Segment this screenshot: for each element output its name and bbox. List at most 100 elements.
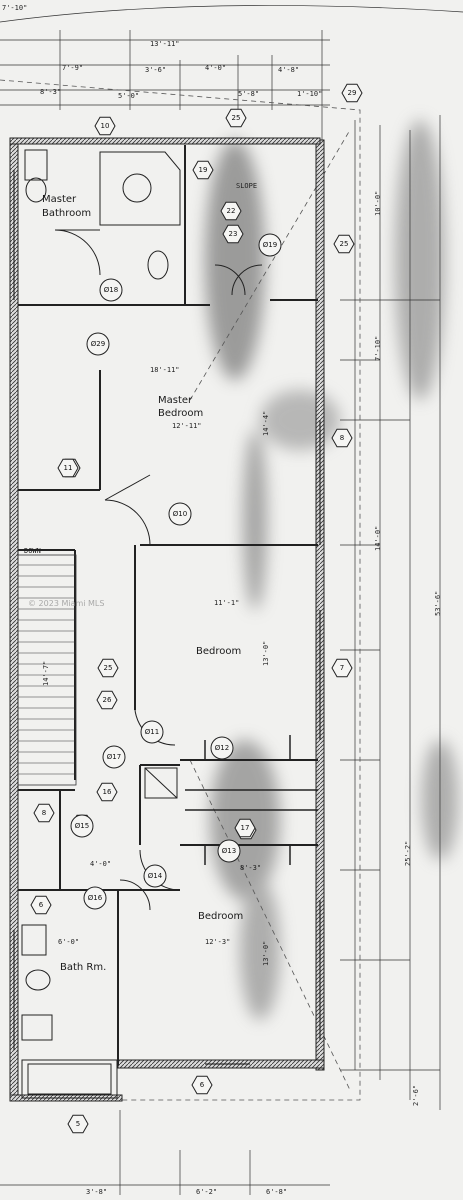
circle-tag-marker	[99, 278, 123, 302]
dim-bath-width: 6'-0"	[58, 938, 79, 946]
dim-br-depth: 13'-0"	[262, 641, 270, 666]
label-master-bathroom-1: Master	[42, 194, 77, 205]
circle-tag-label: Ø19	[263, 241, 277, 249]
hex-tag-marker	[220, 201, 242, 221]
hex-tag-label: 6	[39, 901, 44, 909]
dim-rail: 2'-6"	[412, 1085, 420, 1106]
circle-tag-label: Ø15	[75, 822, 89, 830]
mls-watermark: © 2023 Miami MLS	[28, 599, 104, 608]
dim-bottom-c: 6'-8"	[266, 1188, 287, 1196]
hex-tag-marker	[333, 234, 355, 254]
dim-mbr-depth: 14'-4"	[262, 411, 270, 436]
label-master-bedroom-2: Bedroom	[158, 408, 203, 419]
photocopy-smudges	[205, 120, 458, 1020]
circle-tag-marker	[86, 332, 110, 356]
circle-tag-marker	[210, 736, 234, 760]
hex-tag-marker	[33, 803, 55, 823]
hex-tag-label: 8	[340, 434, 344, 442]
dim-top-b: 3'-6"	[145, 66, 166, 74]
hex-tag-marker	[57, 458, 79, 478]
label-bedroom-upper: Bedroom	[196, 646, 241, 657]
label-stair-down: DOWN	[24, 547, 41, 555]
hex-tag-marker	[30, 895, 52, 915]
dim-top-d: 4'-8"	[278, 66, 299, 74]
hex-tag-marker	[331, 428, 353, 448]
dim-br-width: 11'-1"	[214, 599, 239, 607]
hex-tag-label: 26	[103, 696, 112, 704]
hex-tag-label: 8	[42, 809, 46, 817]
hex-tag-marker	[192, 160, 214, 180]
circle-tag-marker	[168, 502, 192, 526]
circle-tag-label: Ø18	[104, 286, 118, 294]
dim-top-h: 1'-10"	[297, 90, 322, 98]
dim-right-total: 53'-6"	[434, 591, 442, 616]
dim-top-g: 5'-8"	[238, 90, 259, 98]
circle-tag-label: Ø10	[173, 510, 187, 518]
label-bedroom-lower: Bedroom	[198, 911, 243, 922]
label-slope: SLOPE	[236, 182, 257, 190]
dim-top-a: 7'-9"	[62, 64, 83, 72]
circle-tag-label: Ø12	[215, 744, 229, 752]
hex-tag-label: 23	[229, 230, 238, 238]
hex-tag-marker	[331, 658, 353, 678]
circle-tag-label: Ø14	[148, 872, 163, 880]
circle-tag-marker	[143, 864, 167, 888]
hex-tag-marker	[96, 690, 118, 710]
dim-top-c: 4'-0"	[205, 64, 226, 72]
dim-br2-depth: 13'-0"	[262, 941, 270, 966]
room-labels: Master Bathroom Master Bedroom Bedroom B…	[24, 182, 257, 973]
hex-tag-label: 6	[200, 1081, 205, 1089]
dim-bottom-b: 6'-2"	[196, 1188, 217, 1196]
circle-tag-marker	[258, 233, 282, 257]
circle-tag-marker	[140, 720, 164, 744]
dim-right-mid: 25'-2"	[404, 841, 412, 866]
hex-tag-marker	[225, 108, 247, 128]
label-bath-room: Bath Rm.	[60, 962, 106, 973]
dim-br2-width: 12'-3"	[205, 938, 230, 946]
hex-tag-marker	[341, 83, 363, 103]
windows	[13, 170, 321, 1065]
dim-closet-b: 8'-3"	[240, 864, 261, 872]
hex-tag-marker	[191, 1075, 213, 1095]
dim-top-overall: 13'-11"	[150, 40, 180, 48]
dimension-labels: 13'-11" 7'-9" 3'-6" 4'-0" 4'-8" 8'-3" 5'…	[2, 4, 442, 1196]
hex-tag-marker	[222, 224, 244, 244]
hex-tag-marker	[94, 116, 116, 136]
hex-tag-label: 25	[340, 240, 349, 248]
hex-tag-marker	[97, 658, 119, 678]
label-master-bathroom-2: Bathroom	[42, 208, 91, 219]
hex-tag-marker	[234, 818, 256, 838]
hex-tag-marker	[96, 782, 118, 802]
dim-bottom-a: 3'-8"	[86, 1188, 107, 1196]
hex-tag-label: 25	[232, 114, 241, 122]
label-master-bedroom-1: Master	[158, 395, 193, 406]
circle-tag-marker	[70, 814, 94, 838]
bottom-dimension-lines	[0, 1110, 330, 1195]
hex-tag-label: 25	[104, 664, 113, 672]
dim-closet-a: 4'-0"	[90, 860, 111, 868]
dim-top-f: 5'-0"	[118, 92, 139, 100]
dim-right-a: 14'-0"	[374, 526, 382, 551]
stair-treads	[18, 564, 76, 775]
hex-tag-label: 22	[227, 207, 236, 215]
interior-walls	[18, 145, 318, 1065]
hex-tag-label: 17	[241, 824, 250, 832]
circle-tag-label: Ø17	[107, 753, 121, 761]
circle-tag-label: Ø13	[222, 847, 236, 855]
hex-tag-label: 11	[64, 464, 73, 472]
hex-tag-label: 16	[103, 788, 112, 796]
hex-tag-label: 29	[348, 89, 357, 97]
hex-tag-marker	[67, 1114, 89, 1134]
dim-right-b: 10'-0"	[374, 191, 382, 216]
fixtures	[21, 149, 181, 1099]
circle-tag-marker	[217, 839, 241, 863]
roof-dashed-lines	[0, 79, 361, 1101]
hex-tags: 10251922232529872526686591115161711	[30, 83, 363, 1134]
closet-shelves	[185, 735, 318, 865]
dim-corner-tl: 7'-10"	[2, 4, 27, 12]
dim-right-c: 7'-10"	[374, 336, 382, 361]
circle-tag-label: Ø29	[91, 340, 105, 348]
hex-tag-label: 7	[340, 664, 344, 672]
circle-tag-marker	[83, 886, 107, 910]
